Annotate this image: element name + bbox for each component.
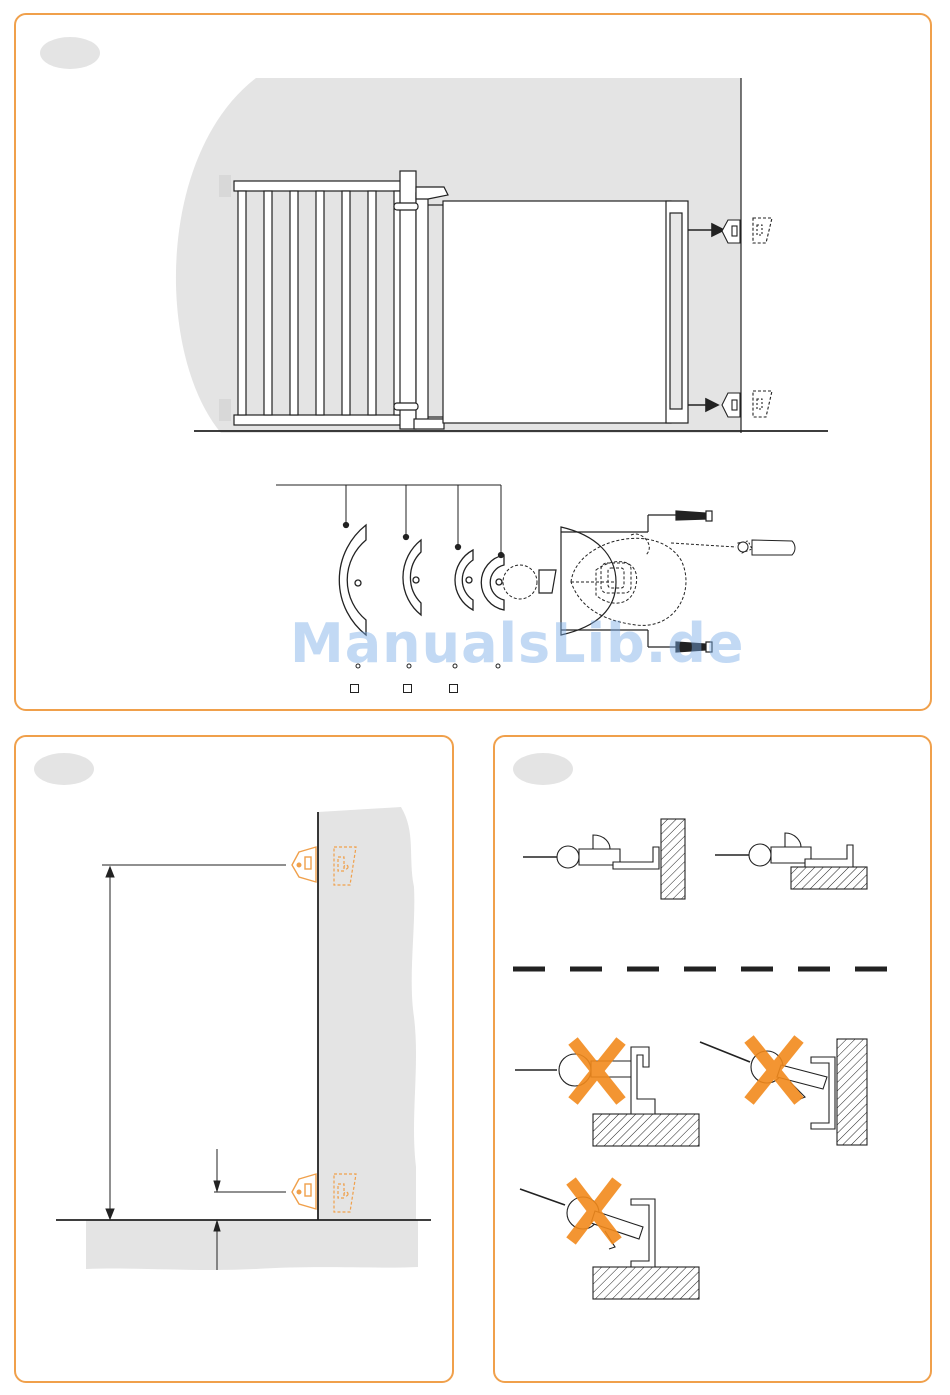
height-dimension [102,865,286,1219]
adapter-cap [539,570,556,593]
ring-checkbox-2[interactable] [403,684,412,693]
gate-overview-panel [14,13,932,711]
wall-mount-panel [14,735,454,1383]
small-screws [356,664,500,668]
wall-area [318,807,416,1257]
mounting-height-diagram [16,737,454,1383]
correct-wall-mount [523,819,685,899]
ring-checkbox-3[interactable] [449,684,458,693]
adapter-panel [493,735,932,1383]
adapter-usage-diagram [495,737,932,1383]
screwdriver [738,540,795,555]
gate-door-panel [428,201,688,423]
wall-mount-plate [561,527,648,635]
orange-bracket-top [292,847,316,882]
orange-bracket-bottom [292,1174,316,1209]
gate-illustration [16,15,932,711]
floor-area [86,1220,418,1270]
ring-checkbox-1[interactable] [350,684,359,693]
incorrect-angled-mount [520,1189,699,1299]
adapter-rings [339,523,504,636]
wall-bracket-bottom [722,391,772,417]
wall-bracket-top [722,218,772,243]
correct-floor-mount [715,833,867,889]
screw-top [648,511,712,532]
screw-bottom [648,630,712,652]
adapter-ball [503,565,537,599]
adapter-leader-lines [276,485,501,555]
